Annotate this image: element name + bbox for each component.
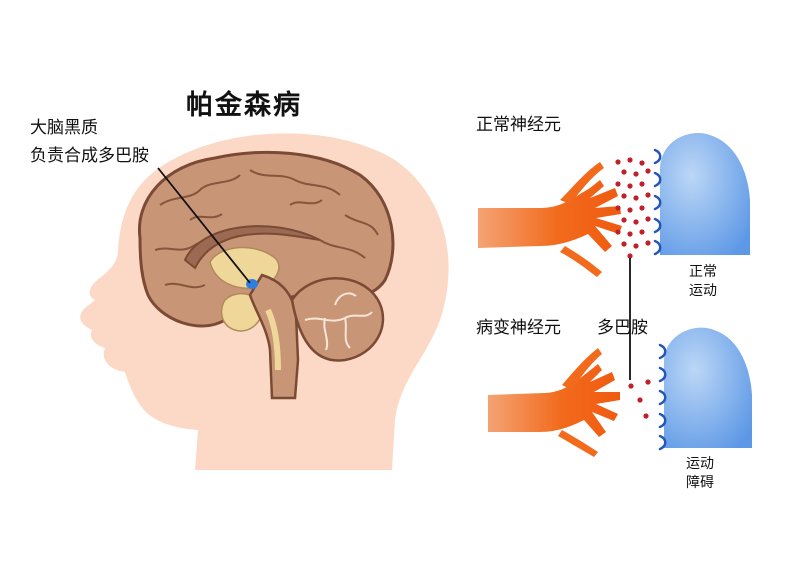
annotation-line-1: 大脑黑质 — [30, 118, 98, 138]
diseased-result-line-1: 运动 — [686, 456, 714, 472]
normal-result-line-2: 运动 — [689, 283, 717, 299]
annotation-line-2: 负责合成多巴胺 — [30, 146, 149, 166]
normal-result-line-1: 正常 — [689, 264, 717, 280]
normal-neuron-label: 正常神经元 — [476, 115, 561, 135]
diseased-neuron-label: 病变神经元 — [476, 318, 561, 338]
diseased-neuron — [488, 348, 620, 457]
normal-neuron — [478, 162, 622, 277]
corpus-callosum — [183, 225, 321, 270]
receptor-diseased — [658, 327, 752, 451]
normal-movement-label: 正常 运动 — [683, 263, 723, 301]
dopamine-label: 多巴胺 — [597, 318, 648, 338]
substantia-nigra-annotation: 大脑黑质 负责合成多巴胺 — [30, 114, 149, 170]
movement-disorder-label: 运动 障碍 — [680, 455, 720, 493]
brain — [137, 150, 395, 400]
pointer-line — [157, 167, 251, 284]
dopamine-dots-normal — [615, 157, 651, 259]
receptor-normal — [653, 133, 750, 256]
dopamine-dots-diseased — [628, 379, 651, 419]
page-title: 帕金森病 — [186, 90, 302, 121]
diseased-result-line-2: 障碍 — [686, 475, 714, 491]
